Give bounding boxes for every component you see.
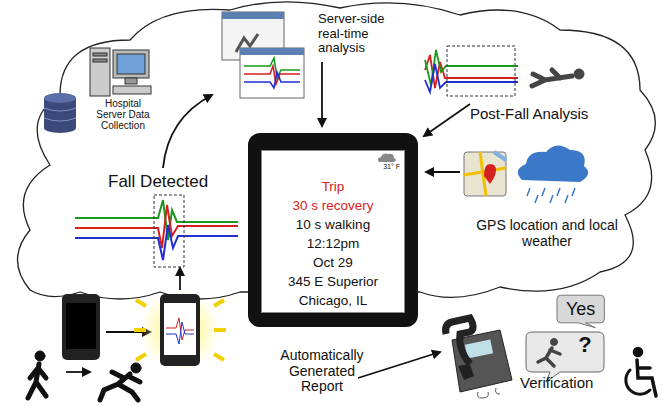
map-icon bbox=[464, 152, 506, 196]
caption-label: Verification bbox=[520, 375, 620, 392]
screen-line: 30 s recovery bbox=[262, 196, 404, 215]
screen-line: Chicago, IL bbox=[262, 291, 404, 310]
fax-phone bbox=[446, 318, 512, 398]
tablet-screen: Trip30 s recovery10 s walking12:12pmOct … bbox=[261, 150, 405, 313]
caption-label: Fall Detected bbox=[108, 172, 228, 191]
screen-line: Oct 29 bbox=[262, 253, 404, 272]
answer-text: Yes bbox=[556, 294, 605, 329]
cloud-icon bbox=[376, 152, 398, 164]
screen-text: Trip30 s recovery10 s walking12:12pmOct … bbox=[262, 177, 404, 310]
post-fall-graph bbox=[425, 46, 518, 96]
screen-line: 12:12pm bbox=[262, 234, 404, 253]
server-computer bbox=[90, 48, 151, 96]
fallen-figure bbox=[532, 69, 584, 86]
speech-bubble: Yes bbox=[556, 294, 605, 329]
phone-alert bbox=[134, 290, 226, 370]
caption-label: ? bbox=[573, 333, 597, 358]
walking-figure bbox=[28, 351, 46, 398]
falling-figure bbox=[100, 363, 141, 400]
screen-line: Trip bbox=[262, 177, 404, 196]
flow-arrows bbox=[66, 62, 470, 378]
database-icon bbox=[44, 93, 76, 133]
caption-label: GPS location and local weather bbox=[472, 218, 622, 249]
screen-line: 10 s walking bbox=[262, 215, 404, 234]
weather-icon bbox=[518, 145, 588, 203]
caption-label: Server-side real-time analysis bbox=[318, 12, 400, 56]
server-screens bbox=[222, 12, 304, 98]
caption-label: Post-Fall Analysis bbox=[470, 106, 615, 123]
wheelchair-symbol bbox=[626, 349, 656, 397]
tablet-device: Trip30 s recovery10 s walking12:12pmOct … bbox=[248, 133, 418, 327]
caption-label: Automatically Generated Report bbox=[272, 348, 372, 395]
screen-line: 345 E Superior bbox=[262, 272, 404, 291]
temperature: 31° F bbox=[383, 163, 400, 170]
fall-signal bbox=[75, 195, 238, 267]
caption-label: Hospital Server Data Collection bbox=[92, 98, 154, 132]
phone-idle bbox=[62, 294, 100, 360]
